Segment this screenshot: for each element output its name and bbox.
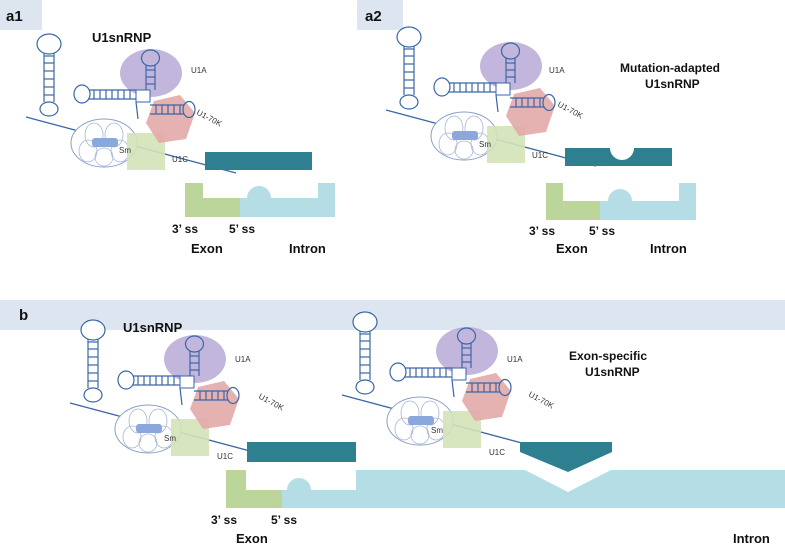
target-bar-b2 (520, 442, 612, 472)
u1c-label-a2: U1C (532, 151, 548, 160)
u1a-label-b2: U1A (507, 355, 523, 364)
panel-b: b U1snRNP Exon-specific U1snRNP U1A U1-7… (0, 300, 785, 546)
panel-a2: a2 Mutation-adapted U1snRNP U1A U1-70K S… (357, 0, 720, 256)
u170k-label-b1: U1-70K (257, 392, 286, 413)
sm-label-a2: Sm (479, 140, 491, 149)
exon-specific-title-line1: Exon-specific (569, 349, 647, 363)
u1snrnp-title-b: U1snRNP (123, 320, 183, 335)
ss5-label-a1: 5’ ss (229, 222, 255, 236)
sm-label-a1: Sm (119, 146, 131, 155)
u170k-label-a1: U1-70K (195, 108, 224, 129)
ss3-label-a2: 3’ ss (529, 224, 555, 238)
intron-label-b: Intron (733, 531, 770, 546)
u1c-label-a1: U1C (172, 155, 188, 164)
u1c-label-b1: U1C (217, 452, 233, 461)
panel-a1: a1 U1snRNP U1A U1-70K Sm U1C 3’ ss 5’ ss… (0, 0, 335, 256)
sm-label-b2: Sm (431, 426, 443, 435)
intron-block-a2 (600, 183, 696, 220)
exon-label-a2: Exon (556, 241, 588, 256)
mutation-adapted-title-line1: Mutation-adapted (620, 61, 720, 75)
panel-tab-a2 (357, 0, 403, 30)
exon-block-b (226, 470, 282, 508)
target-bar-a2 (565, 148, 672, 166)
u170k-label-a2: U1-70K (556, 100, 585, 121)
exon-specific-title-line2: U1snRNP (585, 365, 640, 379)
panel-tab-b-label: b (19, 307, 28, 324)
sm-label-b1: Sm (164, 434, 176, 443)
exon-block-a2 (546, 183, 600, 220)
panel-tab-a1-label: a1 (6, 8, 23, 25)
panel-tab-a1 (0, 0, 42, 30)
exon-block-a1 (185, 183, 240, 217)
exon-label-a1: Exon (191, 241, 223, 256)
intron-label-a1: Intron (289, 241, 326, 256)
u1a-label-a1: U1A (191, 66, 207, 75)
u1snrnp-complex-b2 (341, 311, 553, 452)
u1snrnp-complex-a1 (25, 33, 237, 174)
intron-label-a2: Intron (650, 241, 687, 256)
ss3-label-b: 3’ ss (211, 513, 237, 527)
u170k-label-b2: U1-70K (527, 390, 556, 411)
ss5-label-b: 5’ ss (271, 513, 297, 527)
intron-block-b (282, 470, 785, 508)
ss3-label-a1: 3’ ss (172, 222, 198, 236)
u1a-label-b1: U1A (235, 355, 251, 364)
u1snrnp-complex-a2 (385, 26, 597, 167)
target-bar-b1 (247, 442, 356, 462)
mutation-adapted-title-line2: U1snRNP (645, 77, 700, 91)
u1snrnp-title-a1: U1snRNP (92, 30, 152, 45)
exon-label-b: Exon (236, 531, 268, 546)
ss5-label-a2: 5’ ss (589, 224, 615, 238)
u1a-label-a2: U1A (549, 66, 565, 75)
intron-block-a1 (240, 183, 335, 217)
panel-tab-b (0, 300, 785, 330)
u1c-label-b2: U1C (489, 448, 505, 457)
target-bar-a1 (205, 152, 312, 170)
panel-tab-a2-label: a2 (365, 8, 382, 25)
